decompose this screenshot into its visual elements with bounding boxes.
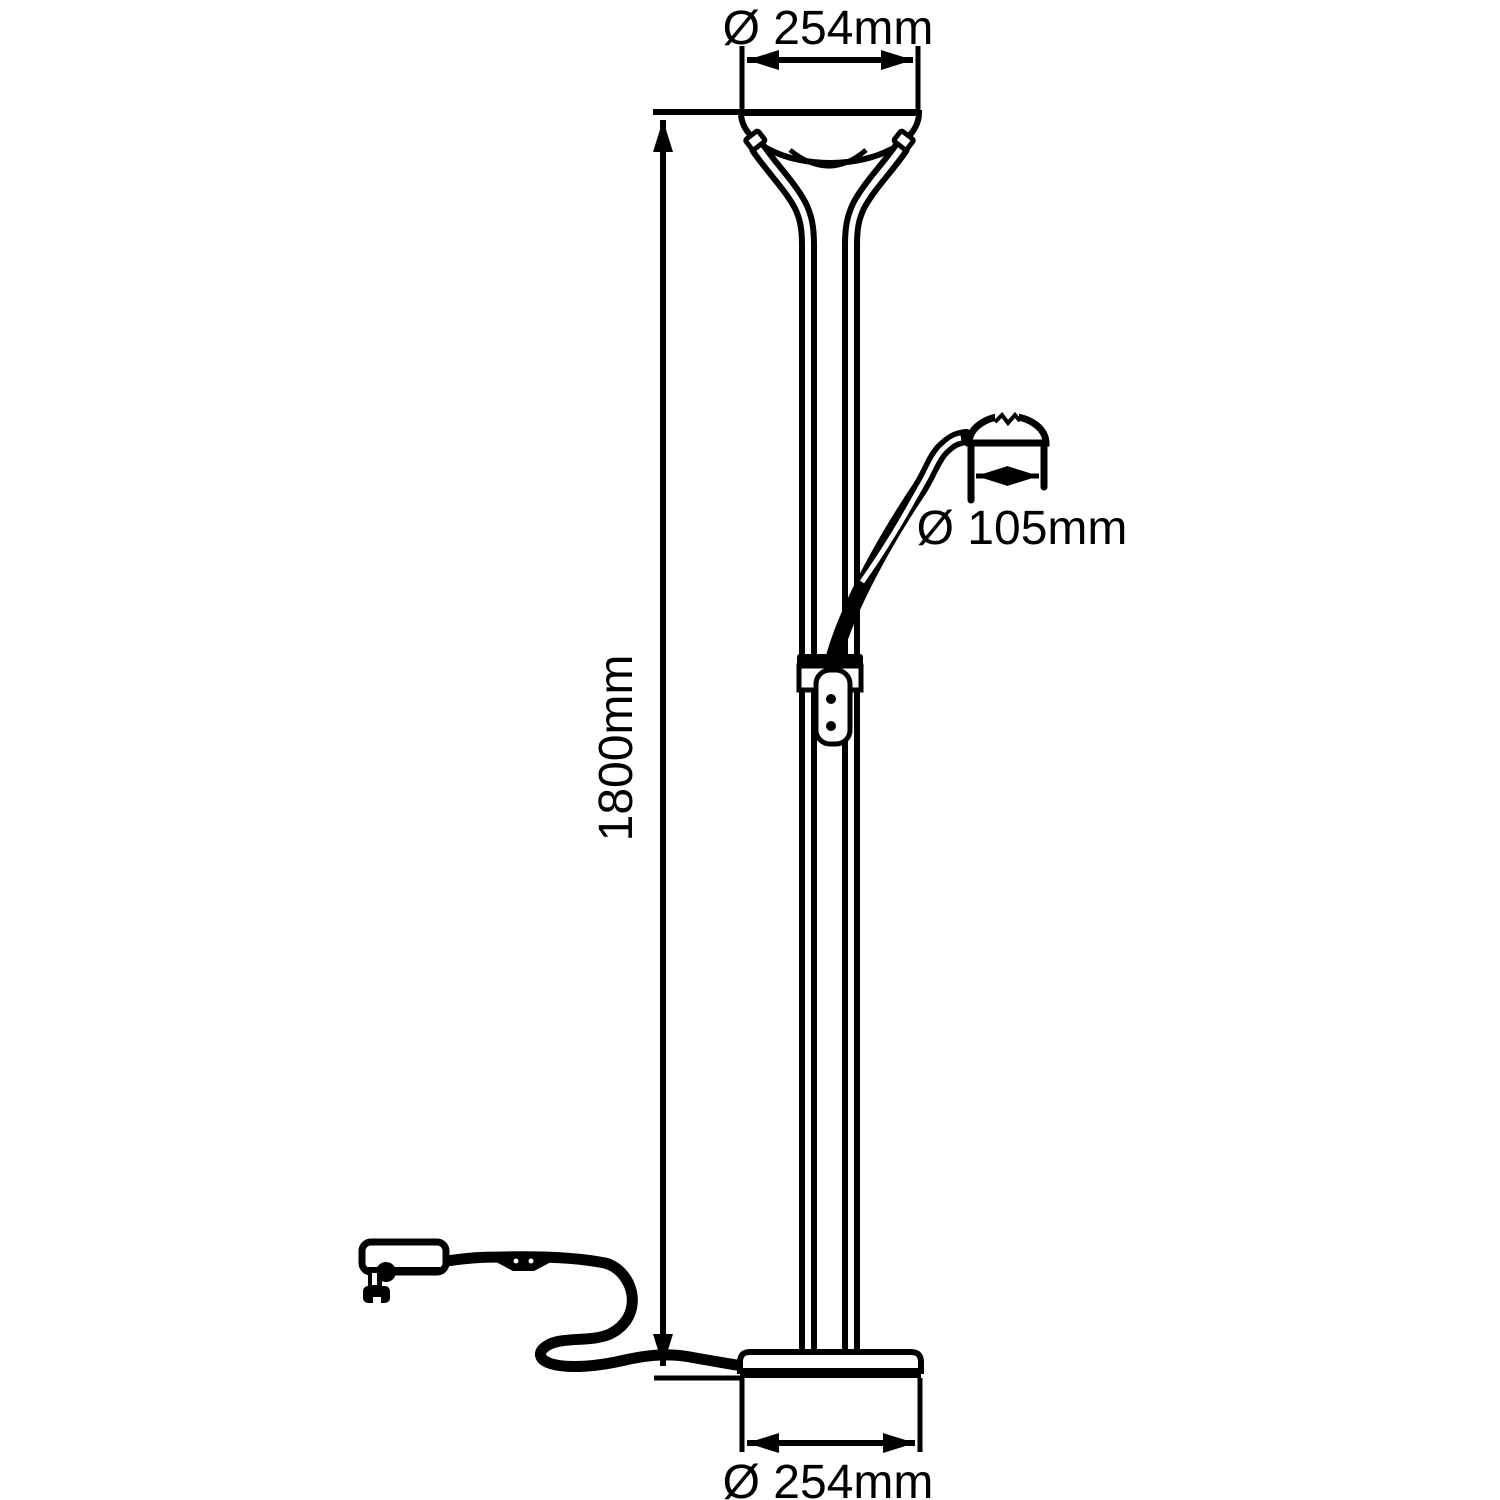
- stem-right-tube: [842, 139, 910, 1361]
- head-diameter-label: Ø 105mm: [917, 502, 1128, 555]
- switch-panel: [813, 667, 853, 747]
- base-plate: [737, 1349, 924, 1374]
- cable-connector-dot-right: [528, 1258, 534, 1264]
- lamp-stem: [743, 128, 916, 1361]
- height-label: 1800mm: [590, 655, 643, 842]
- reading-arm-assembly: Ø 105mm: [825, 411, 1128, 668]
- power-supply: [358, 1238, 748, 1373]
- shade-diameter-dimension: Ø 254mm: [723, 2, 934, 111]
- lamp-base: [737, 1349, 924, 1378]
- shade-diameter-label: Ø 254mm: [723, 2, 934, 55]
- power-cable: [441, 1251, 748, 1373]
- stem-left-tube-highlight: [755, 146, 811, 1352]
- base-diameter-label: Ø 254mm: [723, 1456, 934, 1500]
- reading-head-hinge-notch: [993, 411, 1022, 427]
- base-bottom-band: [740, 1370, 921, 1378]
- joint-and-switch: [796, 654, 864, 747]
- cable-connector: [496, 1252, 551, 1271]
- stem-left-tube: [749, 139, 817, 1361]
- stem-right-tube-highlight: [848, 146, 904, 1352]
- switch-button-upper: [826, 694, 836, 704]
- switch-button-lower: [826, 721, 836, 731]
- shade-clip-left: [743, 128, 768, 153]
- height-dimension: 1800mm: [590, 109, 920, 1381]
- power-adapter-prong: [363, 1286, 390, 1303]
- base-diameter-dimension: Ø 254mm: [723, 1378, 934, 1500]
- shade-inner-bottom-arc: [788, 148, 868, 169]
- power-adapter-prong-notch: [373, 1297, 381, 1303]
- cable-connector-dot-left: [513, 1258, 519, 1264]
- power-adapter-stem-slot: [372, 1273, 377, 1285]
- reading-head-notch-gap: [995, 411, 1019, 422]
- shade-clip-right: [891, 128, 916, 153]
- reading-arm-highlight: [859, 435, 962, 584]
